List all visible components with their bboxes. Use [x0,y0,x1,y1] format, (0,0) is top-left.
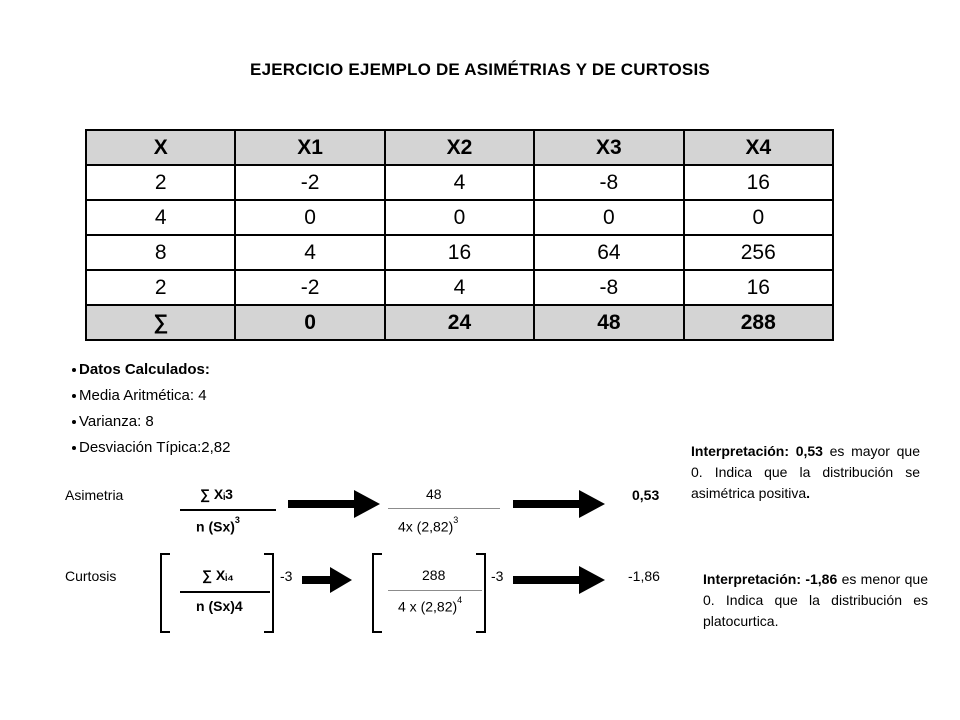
calculated-data-list: Datos Calculados: Media Aritmética: 4 Va… [72,357,230,461]
sum-cell: 0 [234,304,386,341]
curtosis-sub-bracket-left-bottom [372,631,382,633]
curtosis-substitution-denominator: 4 x (2,82)4 [398,595,463,615]
interpretation-asimetria: Interpretación: 0,53 es mayor que 0. Ind… [691,441,920,504]
curtosis-sub-denominator-exponent: 4 [457,595,463,605]
table-cell: 64 [533,234,685,271]
arrow-icon [513,566,605,594]
column-header: X4 [682,129,835,166]
curtosis-bracket-right [272,553,274,633]
curtosis-sub-bracket-right-bottom [476,631,486,633]
table-cell: 4 [383,269,536,306]
curtosis-bracket-left-bottom [160,631,170,633]
arrow-icon [288,490,380,518]
table-cell: -2 [234,269,386,306]
table-cell: -8 [533,164,685,201]
interpretation-label: Interpretación: [703,571,802,587]
interpretation-value: -1,86 [805,571,838,587]
curtosis-bracket-right-bottom [264,631,274,633]
asimetria-result: 0,53 [632,487,660,503]
list-item: Datos Calculados: [72,357,230,383]
asimetria-denominator-base: n (Sx) [196,518,235,535]
arrow-icon [302,567,352,593]
curtosis-bracket-left-top [160,553,170,555]
table-cell: 2 [84,269,237,306]
data-table: X X1 X2 X3 X4 2 -2 4 -8 16 4 0 0 0 0 8 4… [84,129,835,341]
list-item: Desviación Típica:2,82 [72,435,230,461]
list-item: Media Aritmética: 4 [72,383,230,409]
interpretation-text: es menor que 0. Indica que la distribuci… [703,571,929,629]
table-cell: 2 [84,164,237,201]
table-cell: 16 [383,234,536,271]
table-cell: 0 [682,199,835,236]
asimetria-denominator-exponent: 3 [234,515,240,525]
curtosis-substitution-fraction-bar [388,590,482,591]
interpretation-end: . [806,485,811,501]
sum-symbol-cell: ∑ [84,304,237,341]
table-row: 2 -2 4 -8 16 [84,269,835,306]
asimetria-formula-numerator: ∑ Xᵢ3 [200,486,233,502]
table-cell: 0 [533,199,685,236]
column-header: X3 [533,129,685,166]
asimetria-substitution-fraction-bar [388,508,500,509]
table-row: 2 -2 4 -8 16 [84,164,835,201]
curtosis-sub-bracket-right [484,553,486,633]
sum-cell: 48 [533,304,685,341]
interpretation-label: Interpretación: [691,443,790,459]
curtosis-sub-bracket-left-top [372,553,382,555]
curtosis-minus-three: -3 [280,568,293,584]
table-cell: 256 [682,234,835,271]
table-cell: 0 [234,199,386,236]
interpretation-text: es mayor que 0. Indica que la distribuci… [691,443,920,501]
curtosis-formula-denominator: n (Sx)4 [196,598,243,614]
table-header-row: X X1 X2 X3 X4 [84,129,835,166]
curtosis-label: Curtosis [65,568,117,584]
curtosis-formula-fraction-bar [180,591,270,593]
asimetria-substitution-numerator: 48 [426,486,442,502]
arrow-icon [513,490,605,518]
sum-row: ∑ 0 24 48 288 [84,304,835,341]
asimetria-substitution-denominator: 4x (2,82)3 [398,515,459,535]
list-item: Varianza: 8 [72,409,230,435]
asimetria-sub-denominator-exponent: 3 [453,515,459,525]
table-row: 8 4 16 64 256 [84,234,835,271]
table-cell: -2 [234,164,386,201]
table-cell: 8 [84,234,237,271]
curtosis-bracket-left [160,553,162,633]
table-cell: 0 [383,199,536,236]
asimetria-sub-denominator-base: 4x (2,82) [398,518,454,535]
sum-cell: 24 [383,304,536,341]
curtosis-sub-denominator-base: 4 x (2,82) [398,598,458,615]
column-header: X [84,129,237,166]
interpretation-value: 0,53 [795,443,823,459]
table-cell: 4 [383,164,536,201]
page-title: EJERCICIO EJEMPLO DE ASIMÉTRIAS Y DE CUR… [250,60,710,79]
curtosis-formula-numerator: ∑ Xᵢ₄ [202,567,234,583]
table-cell: 16 [682,164,835,201]
table-row: 4 0 0 0 0 [84,199,835,236]
column-header: X1 [234,129,386,166]
table-cell: 16 [682,269,835,306]
asimetria-formula-denominator: n (Sx)3 [196,515,240,535]
curtosis-bracket-right-top [264,553,274,555]
curtosis-sub-bracket-left [372,553,374,633]
sum-cell: 288 [682,304,835,341]
curtosis-result: -1,86 [628,568,660,584]
table-cell: 4 [84,199,237,236]
column-header: X2 [383,129,536,166]
interpretation-curtosis: Interpretación: -1,86 es menor que 0. In… [703,569,928,632]
table-cell: 4 [234,234,386,271]
asimetria-label: Asimetria [65,487,124,503]
curtosis-substitution-numerator: 288 [422,567,446,583]
table-cell: -8 [533,269,685,306]
curtosis-sub-minus-three: -3 [491,568,504,584]
asimetria-formula-fraction-bar [180,509,276,511]
curtosis-sub-bracket-right-top [476,553,486,555]
